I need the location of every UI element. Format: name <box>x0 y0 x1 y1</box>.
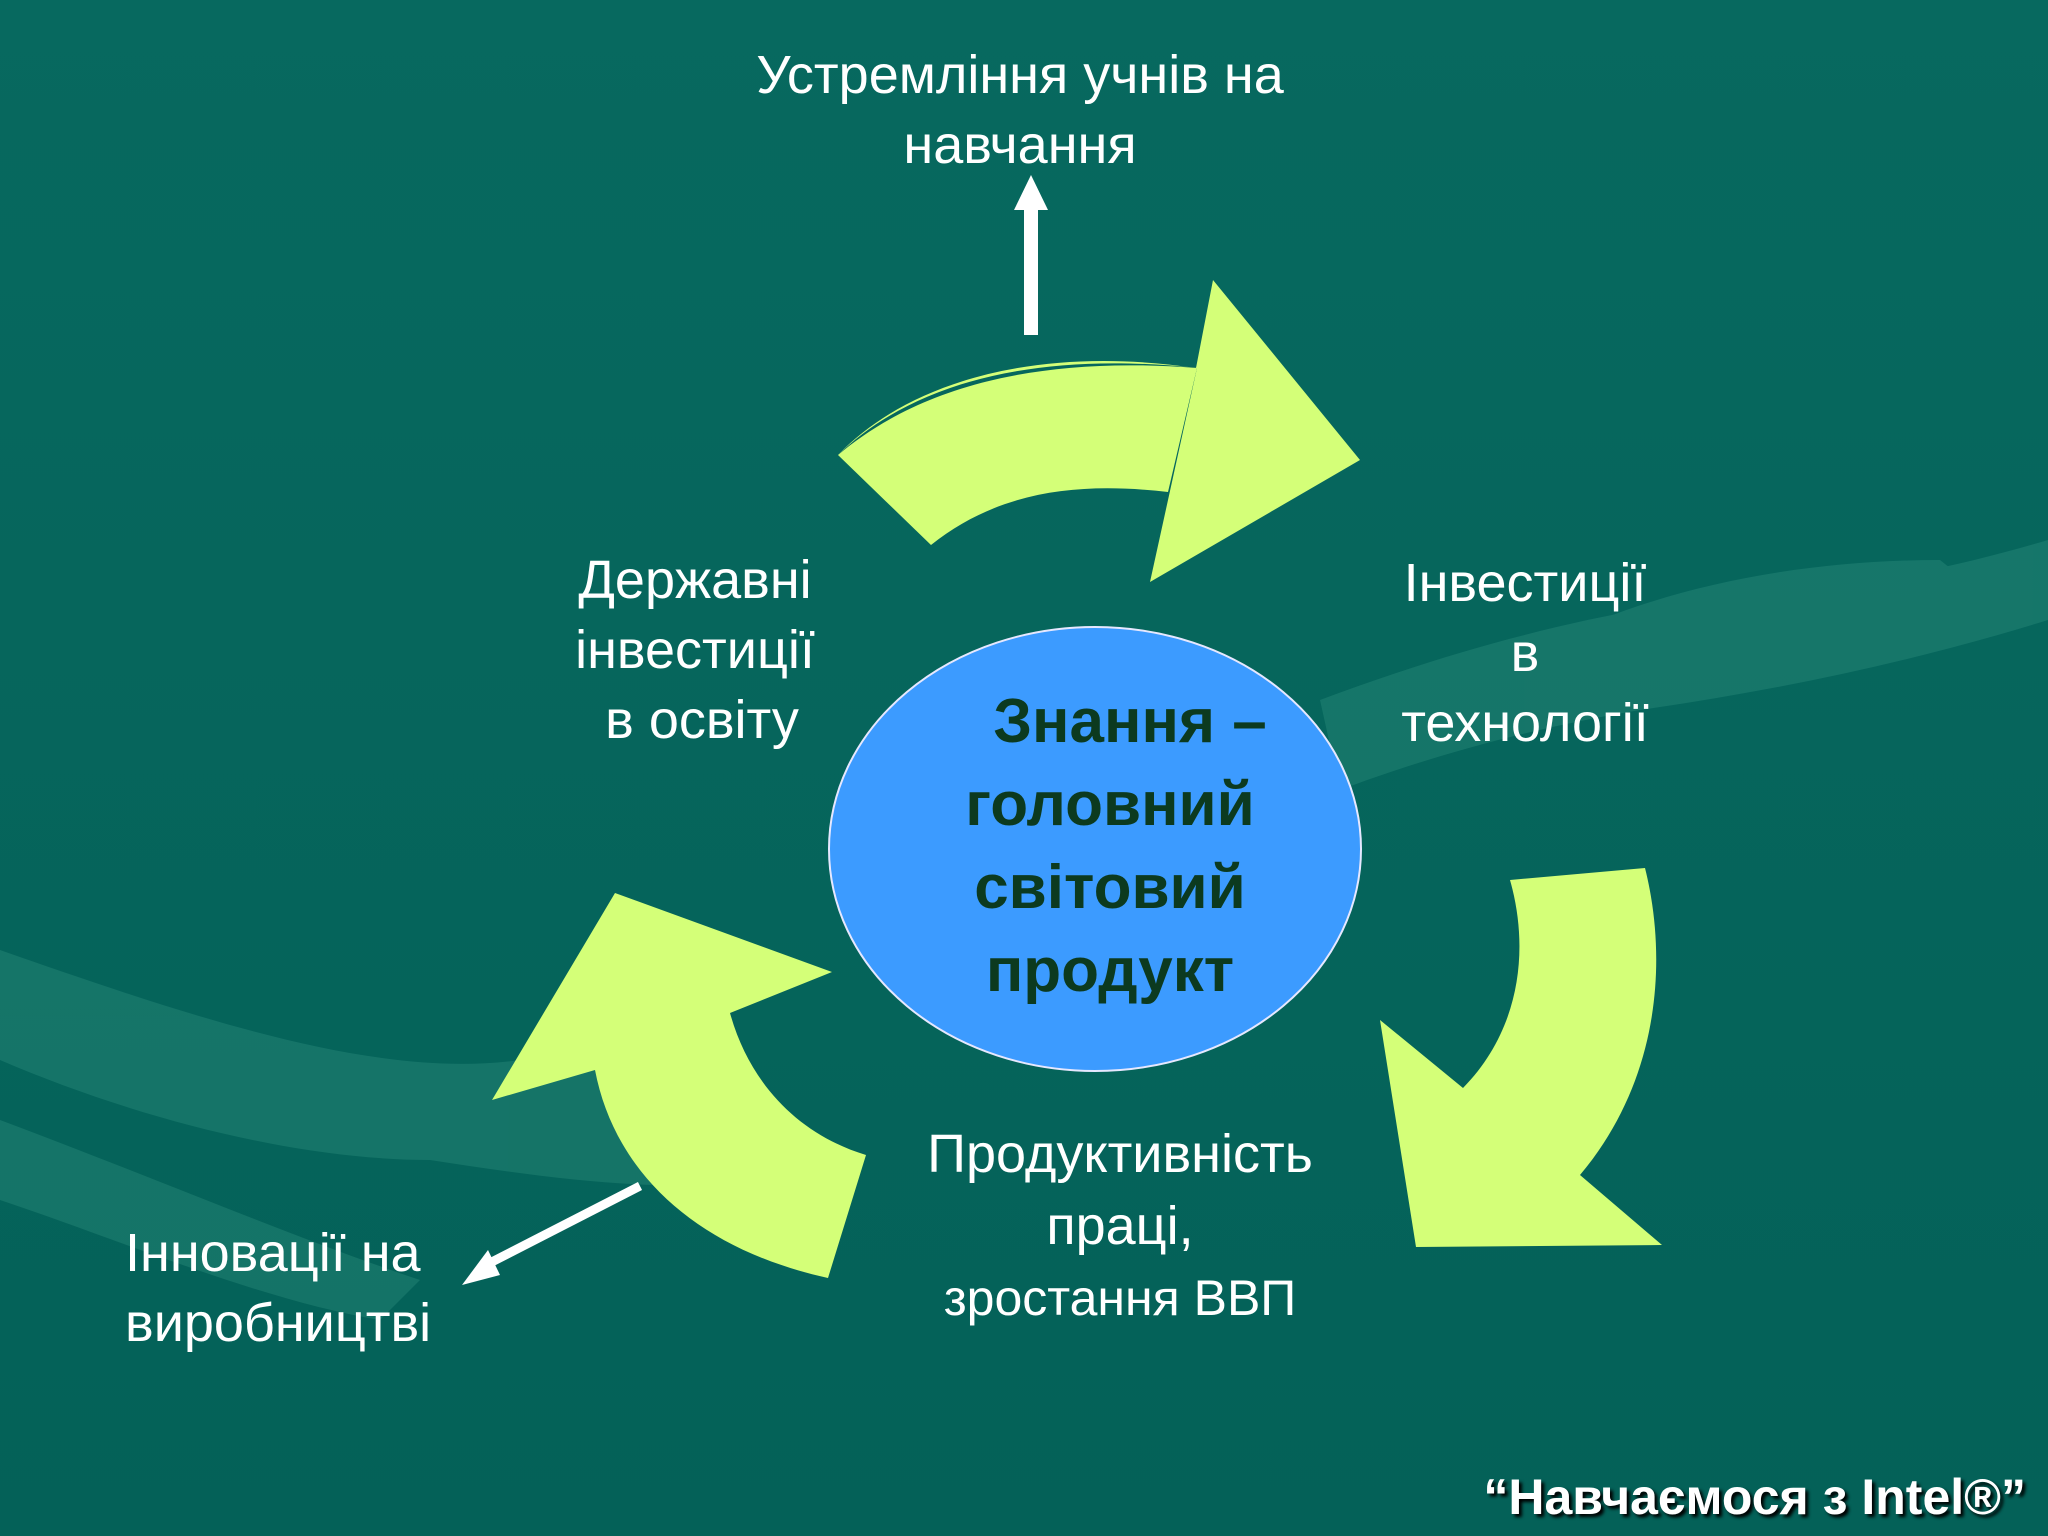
node-left-line-1: Державні <box>578 550 812 610</box>
node-left-label: Державні інвестиції в освіту <box>495 545 895 755</box>
node-top-line-2: навчання <box>903 115 1137 175</box>
center-line-1: Знання – <box>993 687 1267 756</box>
center-line-3: світовий <box>974 853 1246 922</box>
node-bottom-left-line-2: виробництві <box>125 1293 432 1353</box>
node-right-line-2: в <box>1510 623 1540 683</box>
decorative-hands-watermark <box>0 540 2048 1320</box>
node-left-line-2: інвестиції <box>575 620 815 680</box>
node-bottom-line-2: праці, <box>1046 1196 1194 1256</box>
node-right-line-3: технології <box>1401 693 1649 753</box>
footer-slogan: “Навчаємося з Intel®” <box>1483 1469 2026 1525</box>
node-bottom-left-label: Інновації на виробництві <box>125 1218 465 1358</box>
arrow-up-icon <box>1014 175 1048 335</box>
center-line-4: продукт <box>985 936 1235 1005</box>
node-bottom-line-3: зростання ВВП <box>943 1270 1297 1326</box>
node-right-line-1: Інвестиції <box>1403 553 1647 613</box>
node-bottom-left-line-1: Інновації на <box>125 1223 421 1283</box>
center-line-2: головний <box>965 770 1255 839</box>
node-top-line-1: Устремління учнів на <box>756 45 1284 105</box>
node-left-line-3: в освіту <box>605 690 799 750</box>
node-top-label: Устремління учнів на навчання <box>665 40 1375 180</box>
cycle-arrow-left <box>492 893 866 1278</box>
node-right-label: Інвестиції в технології <box>1345 548 1705 758</box>
arrow-down-left-icon <box>462 1181 643 1285</box>
center-title: Знання – головний світовий продукт <box>880 680 1340 1012</box>
cycle-arrow-right <box>1380 868 1662 1247</box>
node-bottom-label: Продуктивність праці, зростання ВВП <box>870 1118 1370 1334</box>
cycle-arrow-top-body <box>838 365 1197 545</box>
node-bottom-line-1: Продуктивність <box>927 1124 1313 1184</box>
cycle-arrow-top <box>838 280 1360 582</box>
center-ellipse <box>828 626 1362 1072</box>
